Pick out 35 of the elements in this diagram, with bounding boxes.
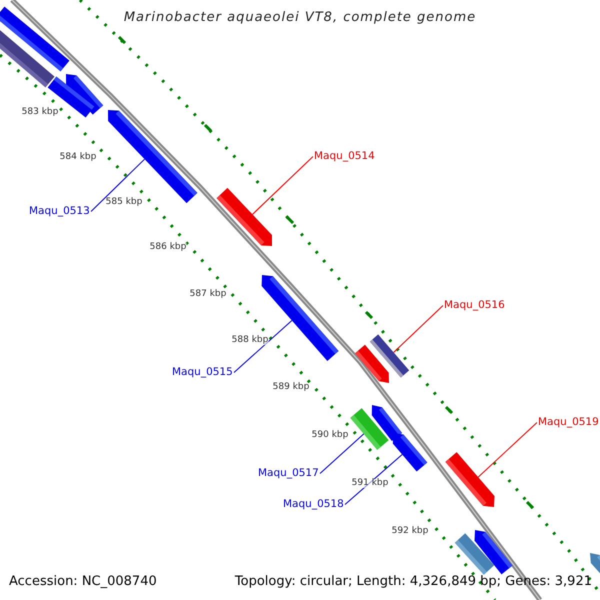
scale-label: 591 kbp [352, 479, 388, 488]
scale-label: 583 kbp [22, 108, 58, 117]
gene-label: Maqu_0517 [258, 468, 319, 478]
scale-label: 590 kbp [312, 431, 348, 440]
gene-label: Maqu_0516 [444, 300, 505, 310]
leader-line [252, 156, 314, 215]
gene-label: Maqu_0519 [538, 417, 599, 428]
scale-label: 586 kbp [150, 243, 186, 252]
gene-block [445, 452, 494, 507]
gene-label: Maqu_0513 [29, 206, 90, 216]
title-text: Marinobacter aquaeolei VT8, complete genome [124, 11, 476, 24]
gene-block [350, 408, 389, 450]
scale-label: 587 kbp [190, 290, 226, 299]
gene-label: Maqu_0515 [172, 367, 233, 378]
scale-label: 592 kbp [392, 527, 428, 536]
gene-label: Maqu_0518 [283, 499, 344, 510]
scale-label: 588 kbp [232, 336, 268, 345]
leader-line [344, 454, 403, 505]
scale-label: 585 kbp [106, 198, 142, 207]
gene-block [474, 530, 512, 574]
gene-block [0, 30, 55, 88]
leader-line [234, 320, 292, 373]
gene-block [590, 553, 600, 575]
gene-block [216, 188, 272, 246]
leader-line [320, 433, 364, 474]
gene-label: Maqu_0514 [314, 151, 375, 162]
summary-text: Topology: circular; Length: 4,326,849 bp; Genes: 3,921 [234, 575, 592, 588]
accession-text: Accession: NC_008740 [9, 575, 157, 588]
scale-label: 584 kbp [60, 153, 96, 162]
leader-line [90, 158, 146, 212]
gene-block [355, 344, 389, 383]
leader-line [393, 305, 444, 353]
gene-block [392, 433, 428, 472]
leader-line [478, 422, 538, 478]
scale-label: 589 kbp [272, 383, 310, 392]
